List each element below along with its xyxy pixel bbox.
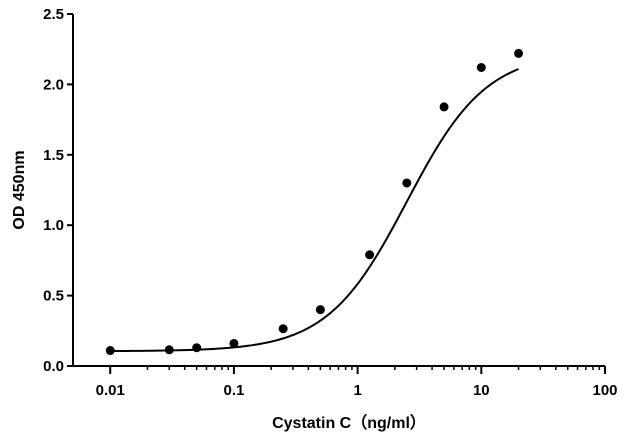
y-tick-label: 2.0: [43, 76, 64, 93]
data-point: [439, 102, 449, 112]
axes: [72, 14, 605, 367]
data-point: [278, 324, 288, 334]
y-tick-label: 0.5: [43, 288, 64, 305]
data-point: [105, 346, 115, 356]
x-axis-label: Cystatin C（ng/ml）: [272, 414, 426, 432]
data-point: [164, 345, 174, 355]
x-tick-label: 1: [353, 382, 361, 399]
ticks: 0.0 0.5 1.0 1.5 2.0 2.5 0.01 0.1 1 10 100: [43, 6, 617, 399]
y-axis-label: OD 450nm: [11, 150, 28, 229]
data-point: [229, 338, 239, 348]
data-point: [365, 250, 375, 260]
fit-curve: [110, 68, 519, 353]
data-point: [476, 63, 486, 73]
y-tick-label: 1.5: [43, 147, 64, 164]
x-tick-label: 0.1: [223, 382, 244, 399]
data-point: [192, 343, 202, 353]
y-tick-label: 2.5: [43, 6, 64, 23]
x-tick-label: 100: [592, 382, 617, 399]
y-tick-label: 1.0: [43, 217, 64, 234]
data-point: [402, 178, 412, 188]
x-tick-label: 10: [473, 382, 490, 399]
data-point: [514, 48, 524, 58]
y-tick-label: 0.0: [43, 358, 64, 375]
data-points: [105, 48, 524, 356]
data-point: [315, 305, 325, 315]
x-tick-label: 0.01: [96, 382, 125, 399]
